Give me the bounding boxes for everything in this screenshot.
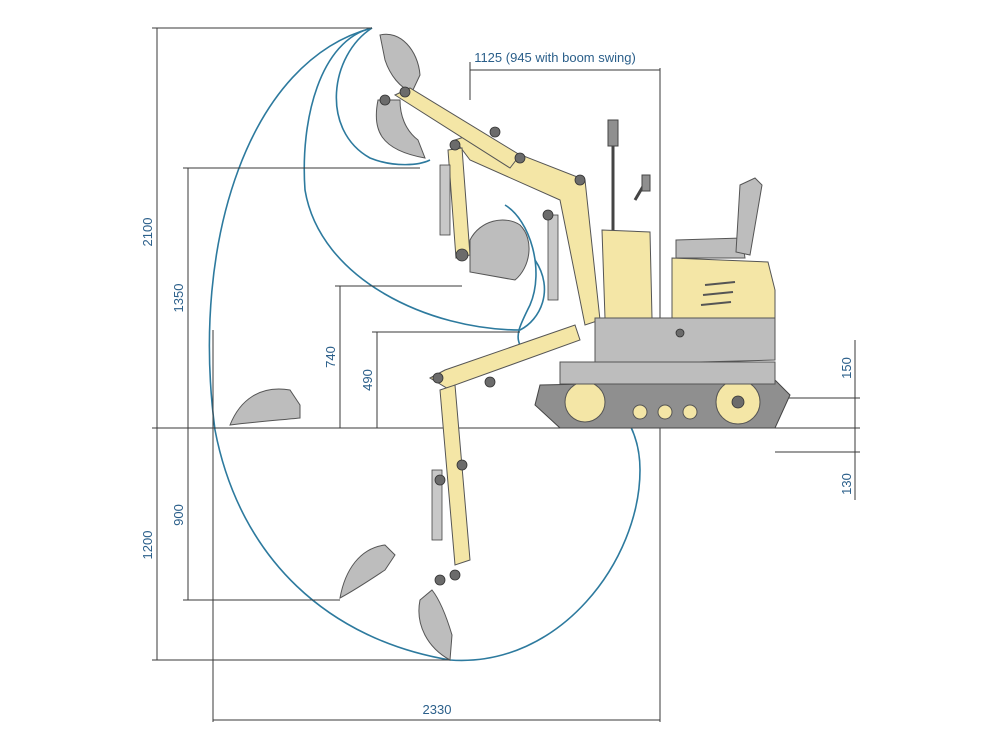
label-vertical-wall-depth: 900 (171, 504, 186, 526)
lowered-boom (428, 324, 581, 391)
swing-frame (594, 317, 776, 363)
bucket-low-left (339, 544, 396, 599)
bucket-top (379, 33, 421, 93)
control-console (601, 229, 653, 319)
label-740: 740 (323, 346, 338, 368)
bucket-bottom (418, 589, 453, 661)
lowered-bucket-cylinder (431, 469, 443, 541)
label-total-height: 2100 (140, 218, 155, 247)
label-blade-depth: 130 (839, 473, 854, 495)
inner-envelope (335, 27, 431, 166)
seat-back (735, 177, 763, 256)
machine-body (534, 119, 791, 429)
bucket-curled (469, 219, 530, 281)
dimension-labels: 2100 1350 1200 900 740 490 150 130 2330 … (140, 50, 854, 717)
bucket-ground-left (229, 388, 301, 426)
undercarriage-frame (559, 361, 776, 385)
raised-stick-2 (447, 147, 471, 259)
label-boom-offset: 1125 (945 with boom swing) (474, 50, 636, 65)
raised-arm (379, 86, 601, 326)
mid-envelope (303, 27, 546, 331)
idler-wheel (564, 381, 606, 423)
working-envelope (208, 27, 641, 662)
max-reach-envelope (208, 27, 641, 662)
lowered-stick (439, 384, 471, 566)
engine-cover (671, 257, 776, 319)
raised-bucket-cylinder (439, 164, 451, 236)
inner-envelope-2 (504, 204, 537, 346)
label-reach: 2330 (423, 702, 452, 717)
raised-boom-cylinder (547, 214, 559, 301)
label-dump-height: 1350 (171, 284, 186, 313)
label-490: 490 (360, 369, 375, 391)
bucket-positions (229, 33, 530, 661)
label-dig-depth: 1200 (140, 531, 155, 560)
lowered-arm (428, 324, 581, 586)
bucket-upper-mid (375, 99, 426, 159)
operator-seat (675, 237, 746, 259)
label-track-height: 150 (839, 357, 854, 379)
